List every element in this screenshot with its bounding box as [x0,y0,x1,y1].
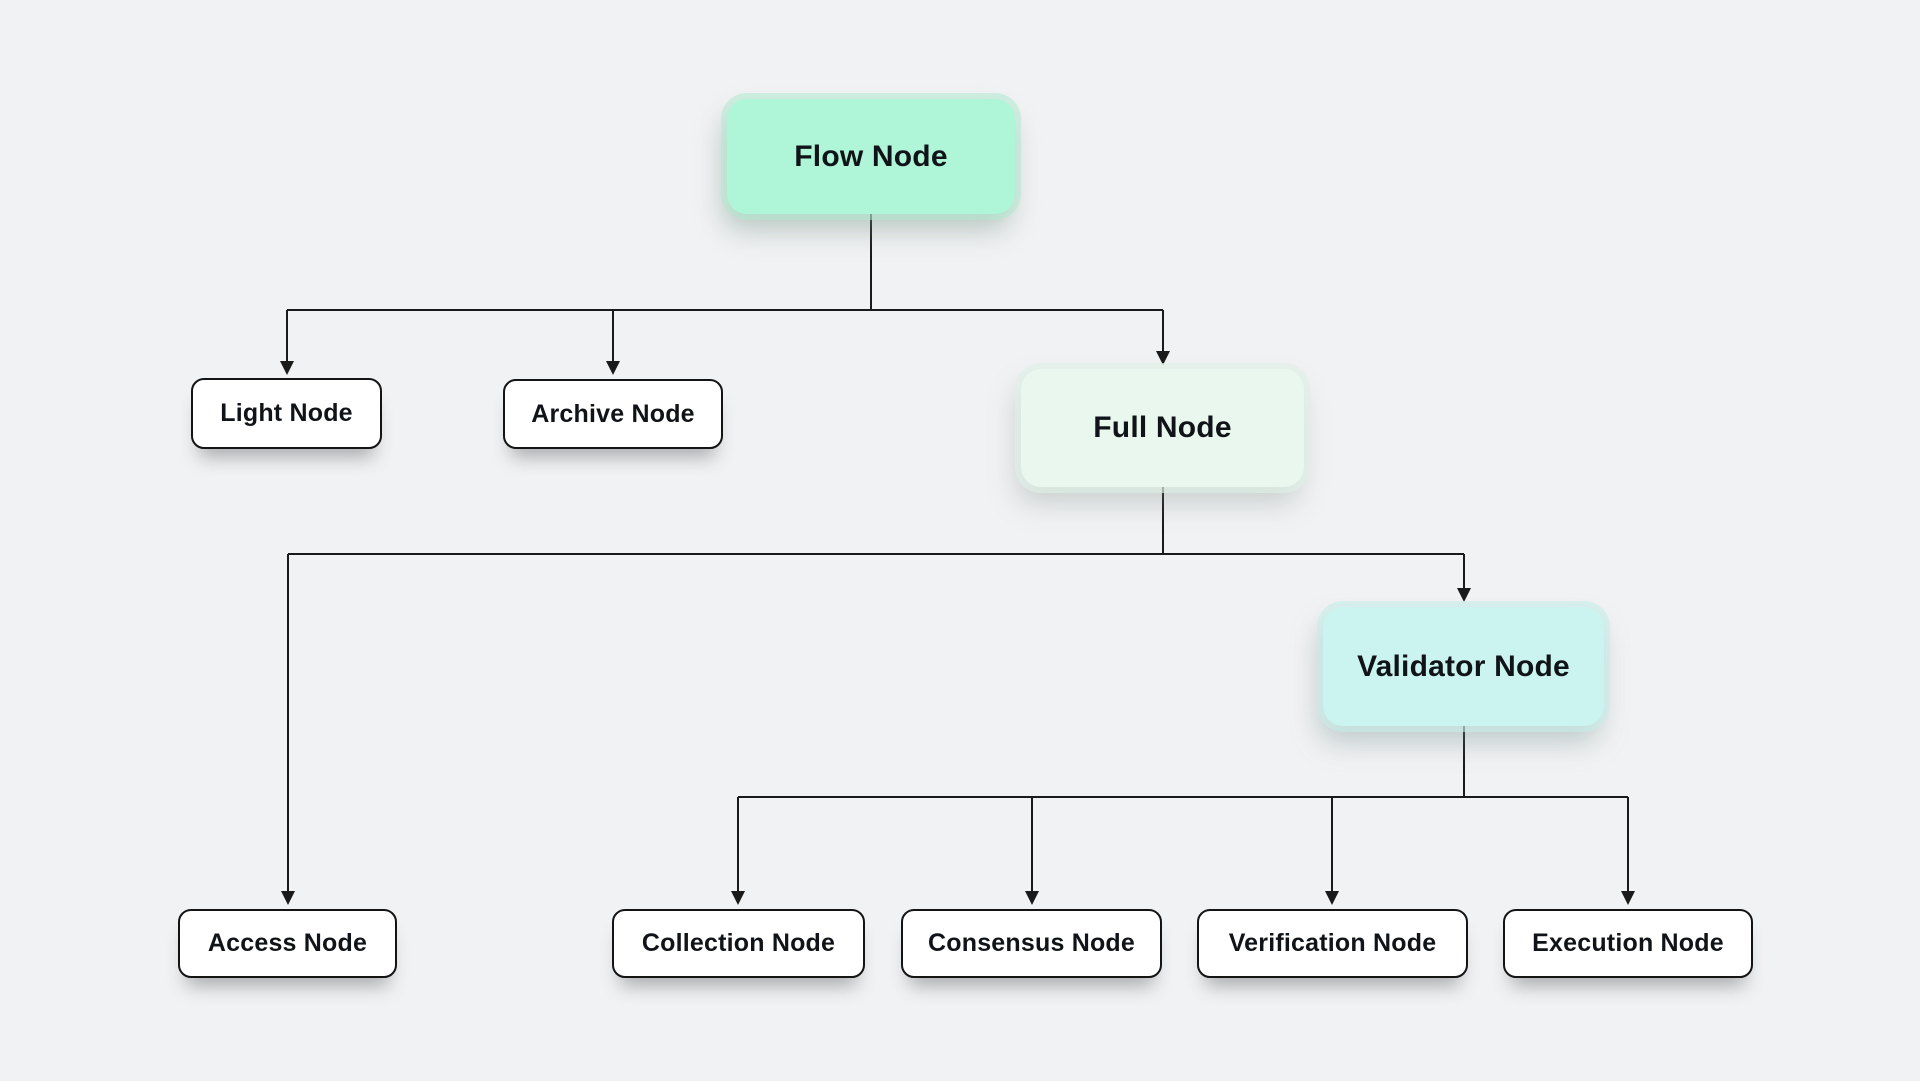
node-flow[interactable]: Flow Node [727,99,1015,214]
node-archive-label: Archive Node [531,399,695,428]
arrowhead-execution [1621,891,1635,905]
node-consensus[interactable]: Consensus Node [901,909,1162,978]
arrowhead-archive [606,361,620,375]
node-access-label: Access Node [207,929,368,957]
node-light-label: Light Node [220,399,353,427]
node-collection-label: Collection Node [641,929,836,957]
node-full-label: Full Node [1093,411,1232,444]
arrowhead-full [1156,351,1170,365]
node-execution-label: Execution Node [1532,929,1724,957]
arrowhead-collection [731,891,745,905]
node-full[interactable]: Full Node [1021,369,1304,487]
node-collection[interactable]: Collection Node [612,909,865,978]
node-verification-label: Verification Node [1228,929,1437,957]
arrowhead-consensus [1025,891,1039,905]
arrowhead-validator [1457,588,1471,602]
arrowhead-verification [1325,891,1339,905]
node-consensus-label: Consensus Node [928,929,1135,957]
arrowhead-access [281,891,295,905]
arrowhead-light [280,361,294,375]
node-access[interactable]: Access Node [178,909,397,978]
node-execution[interactable]: Execution Node [1503,909,1753,978]
node-flow-label: Flow Node [794,139,948,173]
node-validator[interactable]: Validator Node [1323,607,1604,726]
node-validator-label: Validator Node [1357,649,1570,683]
node-archive[interactable]: Archive Node [503,379,723,449]
node-verification[interactable]: Verification Node [1197,909,1468,978]
node-light[interactable]: Light Node [191,378,382,449]
